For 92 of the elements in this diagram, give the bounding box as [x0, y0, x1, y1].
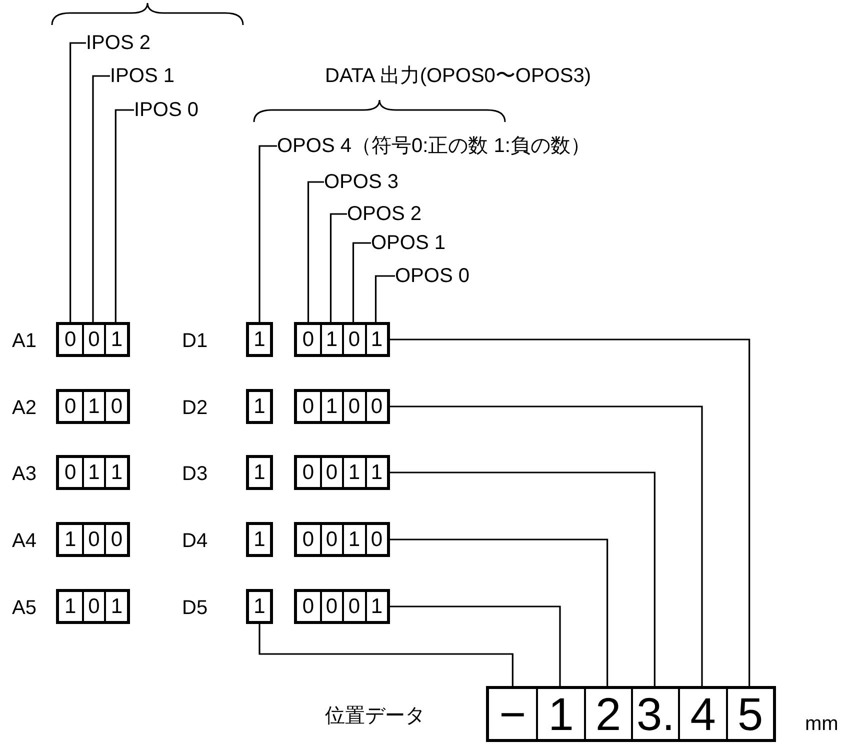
- bit-digit: 1: [320, 325, 342, 354]
- bit-register: [294, 589, 390, 624]
- leader-line: [92, 75, 110, 325]
- leader-line: [352, 242, 371, 325]
- bit-digit: 0: [320, 525, 342, 554]
- bit-label: OPOS 3: [324, 170, 398, 194]
- bit-register: [294, 389, 390, 424]
- bit-digit: 1: [59, 525, 82, 554]
- connector-line: [390, 606, 561, 689]
- bit-label: IPOS 1: [110, 64, 174, 88]
- bit-digit: 1: [342, 458, 364, 487]
- row-label: A5: [12, 596, 36, 620]
- display-digit: −: [489, 689, 536, 739]
- bit-register: [294, 455, 390, 490]
- bit-register: [294, 522, 390, 557]
- connector-line: [390, 406, 703, 689]
- bit-label: IPOS 0: [134, 98, 198, 122]
- bit-digit: 0: [82, 592, 104, 621]
- bit-digit: 0: [59, 325, 82, 354]
- bit-digit: 0: [364, 392, 387, 421]
- row-label: D5: [182, 596, 208, 620]
- bit-digit: 0: [297, 325, 320, 354]
- bit-digit: 1: [104, 592, 127, 621]
- bit-register: [56, 322, 130, 357]
- bit-digit: 1: [104, 458, 127, 487]
- bit-digit: 0: [82, 525, 104, 554]
- bit-digit: 1: [364, 458, 387, 487]
- bit-digit: 1: [82, 392, 104, 421]
- bit-digit: 0: [342, 592, 364, 621]
- row-label: A3: [12, 462, 36, 486]
- row-label: A4: [12, 529, 36, 553]
- bit-digit: 0: [104, 525, 127, 554]
- unit-label: mm: [805, 712, 838, 736]
- position-display: [486, 686, 776, 742]
- bit-digit: 0: [59, 392, 82, 421]
- bit-digit: 0: [364, 525, 387, 554]
- bit-digit: 0: [297, 592, 320, 621]
- bit-label: OPOS 1: [371, 231, 446, 255]
- bit-digit: 0: [297, 458, 320, 487]
- row-label: D2: [182, 396, 208, 420]
- leader-line: [307, 181, 324, 325]
- bit-digit: 1: [82, 458, 104, 487]
- display-digit: 4: [678, 689, 726, 739]
- bit-digit: 1: [59, 592, 82, 621]
- row-label: A2: [12, 396, 36, 420]
- connector-line: [390, 538, 608, 689]
- row-label: D1: [182, 329, 208, 353]
- leader-line: [114, 109, 134, 325]
- connector-line: [258, 624, 514, 689]
- display-caption: 位置データ: [325, 704, 425, 728]
- row-label: D4: [182, 529, 208, 553]
- bit-digit: 0: [320, 592, 342, 621]
- bit-digit: 0: [82, 325, 104, 354]
- bit-register: [56, 389, 130, 424]
- connector-line: [390, 338, 750, 689]
- row-label: D3: [182, 462, 208, 486]
- leader-line: [330, 213, 347, 325]
- bit-digit: 1: [342, 525, 364, 554]
- bit-digit: 0: [59, 458, 82, 487]
- bit-digit: 0: [297, 525, 320, 554]
- bit-digit: 1: [364, 325, 387, 354]
- bit-digit: 1: [104, 325, 127, 354]
- bit-label: OPOS 4（符号0:正の数 1:負の数）: [277, 134, 590, 158]
- sign-bit: 1: [246, 589, 273, 624]
- connector-line: [390, 472, 656, 689]
- bit-digit: 0: [320, 458, 342, 487]
- bit-digit: 1: [320, 392, 342, 421]
- bit-label: OPOS 2: [347, 202, 422, 226]
- bit-digit: 0: [342, 392, 364, 421]
- bit-label: IPOS 2: [86, 31, 150, 55]
- leader-line: [374, 275, 395, 325]
- bit-label: OPOS 0: [395, 264, 470, 288]
- row-label: A1: [12, 329, 36, 353]
- sign-bit: 1: [246, 455, 273, 490]
- display-digit: 5: [726, 689, 773, 739]
- bit-digit: 0: [342, 325, 364, 354]
- leader-line: [258, 145, 277, 322]
- brace-label: DATA 出力(OPOS0〜OPOS3): [325, 64, 591, 88]
- bit-register: [56, 455, 130, 490]
- sign-bit: 1: [246, 322, 273, 357]
- sign-bit: 1: [246, 389, 273, 424]
- bit-digit: 1: [364, 592, 387, 621]
- sign-bit: 1: [246, 522, 273, 557]
- bit-register: [56, 522, 130, 557]
- display-digit: 2: [584, 689, 631, 739]
- leader-line: [70, 42, 86, 325]
- bit-digit: 0: [297, 392, 320, 421]
- bit-digit: 0: [104, 392, 127, 421]
- bit-register: [294, 322, 390, 357]
- bit-register: [56, 589, 130, 624]
- display-digit: 1: [536, 689, 584, 739]
- display-digit: 3.: [631, 689, 678, 739]
